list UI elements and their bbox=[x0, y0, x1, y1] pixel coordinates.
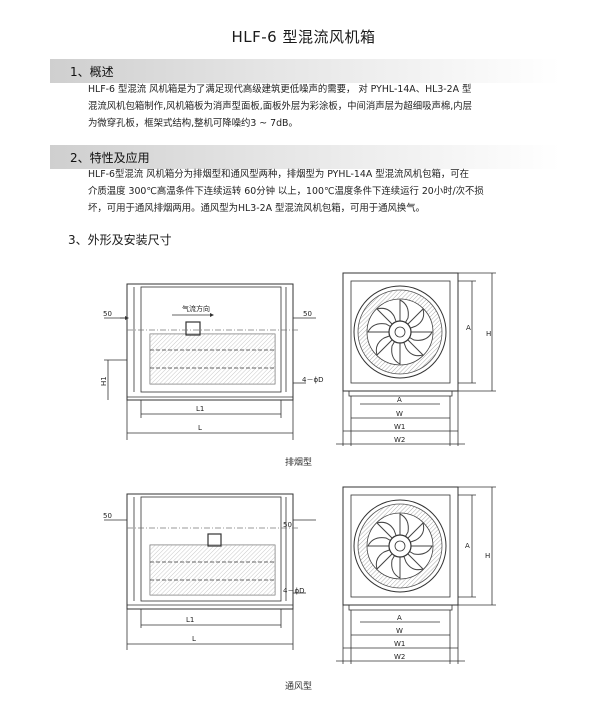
dimension-label-h-vertical: H bbox=[485, 552, 490, 560]
dimension-label-l1: L1 bbox=[186, 616, 194, 624]
smoke-side-view: 气流方向 50 50 H1 4－ϕD L1 L bbox=[100, 283, 323, 440]
dimension-label-50-left: 50 bbox=[103, 310, 112, 318]
section-header-overview: 1、概述 bbox=[50, 59, 560, 83]
dimension-label-w: W bbox=[396, 627, 403, 635]
dimension-label-a: A bbox=[397, 396, 402, 404]
bolt-hole-label: 4－ϕD bbox=[283, 587, 304, 595]
document-title: HLF-6 型混流风机箱 bbox=[231, 28, 376, 46]
dimension-label-h-vertical: H bbox=[486, 330, 491, 338]
fan-motor-hatched bbox=[149, 333, 276, 385]
dimension-label-50-right: 50 bbox=[303, 310, 312, 318]
dimension-label-a-vertical: A bbox=[465, 542, 470, 550]
dimension-label-w2: W2 bbox=[394, 653, 405, 661]
paragraph-line: 混流风机包箱制作,风机箱板为消声型面板,面板外层为彩涂板，中间消声层为超细吸声棉… bbox=[88, 101, 472, 112]
caption-smoke-type: 排烟型 bbox=[285, 458, 313, 468]
section-heading: 1、概述 bbox=[70, 65, 114, 79]
dimension-label-l: L bbox=[198, 424, 202, 432]
dimension-label-l: L bbox=[192, 635, 196, 643]
bolt-hole-label: 4－ϕD bbox=[302, 376, 323, 384]
paragraph-line: 坏，可用于通风排烟两用。通风型为HL3-2A 型混流风机包箱，可用于通风换气。 bbox=[88, 203, 425, 214]
paragraph-line: HLF-6型混流 风机箱分为排烟型和通风型两种，排烟型为 PYHL-14A 型混… bbox=[88, 169, 469, 180]
dimension-label-w1: W1 bbox=[394, 423, 405, 431]
vent-side-view: 50 50 4－ϕD L1 L bbox=[103, 493, 316, 650]
dimension-label-l1: L1 bbox=[196, 405, 204, 413]
fan-mark bbox=[207, 533, 222, 547]
fan-motor-hatched bbox=[149, 544, 276, 596]
dimension-label-w2: W2 bbox=[394, 436, 405, 444]
overview-paragraph: HLF-6 型混流 风机箱是为了满足现代高级建筑更低噪声的需要， 对 PYHL-… bbox=[88, 81, 566, 132]
paragraph-line: 为微穿孔板，框架式结构,整机可降噪约3 ~ 7dB。 bbox=[88, 118, 298, 129]
caption-ventilation-type: 通风型 bbox=[285, 682, 313, 692]
fan-mark bbox=[185, 321, 201, 336]
airflow-label: 气流方向 bbox=[182, 304, 210, 313]
smoke-front-view: A H A W W1 W2 bbox=[336, 272, 496, 446]
dimension-label-w1: W1 bbox=[394, 640, 405, 648]
dimension-label-w: W bbox=[396, 410, 403, 418]
paragraph-line: 介质温度 300℃高温条件下连续运转 60分钟 以上，100℃温度条件下连续运行… bbox=[88, 186, 484, 197]
dimension-label-50-right: 50 bbox=[283, 521, 292, 529]
dimension-label-a-vertical: A bbox=[466, 324, 471, 332]
section-heading-dimensions: 3、外形及安装尺寸 bbox=[68, 233, 172, 247]
section-heading: 2、特性及应用 bbox=[70, 151, 150, 165]
vent-front-view: A H A W W1 W2 bbox=[336, 486, 496, 664]
dimension-label-50-left: 50 bbox=[103, 512, 112, 520]
section-header-features: 2、特性及应用 bbox=[50, 145, 560, 169]
paragraph-line: HLF-6 型混流 风机箱是为了满足现代高级建筑更低噪声的需要， 对 PYHL-… bbox=[88, 84, 472, 95]
features-paragraph: HLF-6型混流 风机箱分为排烟型和通风型两种，排烟型为 PYHL-14A 型混… bbox=[88, 166, 566, 217]
fan-blades bbox=[367, 299, 433, 365]
dimension-label-a: A bbox=[397, 614, 402, 622]
dimension-label-h1: H1 bbox=[100, 376, 108, 386]
